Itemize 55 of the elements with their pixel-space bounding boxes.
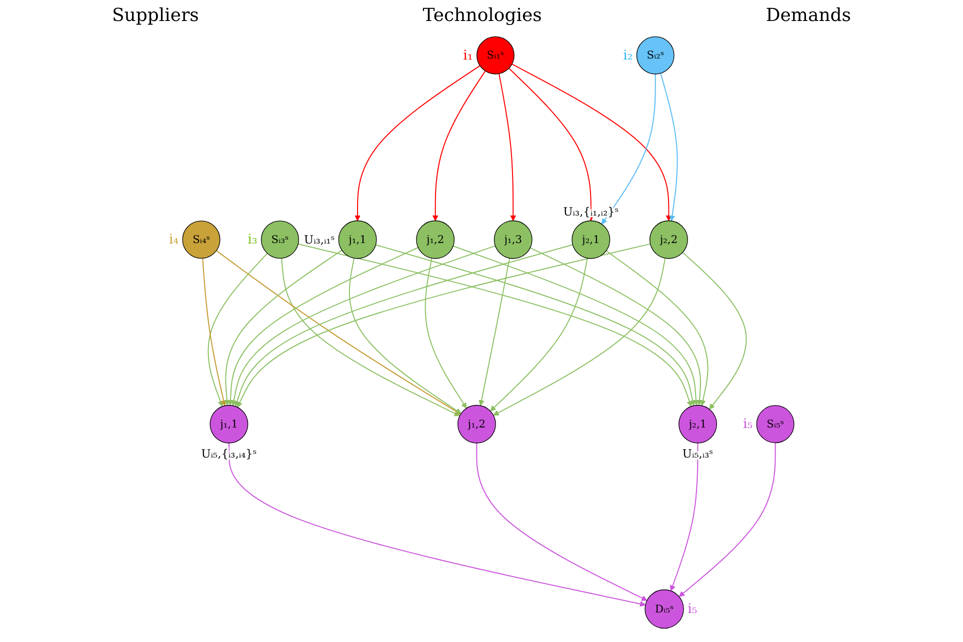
node-circle: j₂,2 (650, 220, 688, 259)
node-circle: Sᵢ₅ˢ (756, 405, 794, 444)
arrow (498, 73, 516, 221)
node-circle: j₂,1 (572, 220, 610, 259)
arrow (424, 258, 467, 408)
arrow (230, 245, 496, 406)
arrow (281, 258, 460, 416)
arrow (476, 442, 648, 601)
node-circle: j₁,2 (416, 220, 455, 259)
arrow (490, 258, 588, 412)
node-circle: Sᵢ₁ˢ (476, 36, 514, 74)
commodity-label: i₄ (169, 232, 179, 248)
arrow (224, 250, 342, 406)
group-label: Uᵢ₃,ᵢ₁ˢ (304, 232, 335, 247)
arrow (237, 243, 651, 408)
node-circle: j₁,2 (457, 404, 496, 444)
arrow (202, 258, 226, 406)
arrow (234, 244, 574, 407)
commodity-label: i₂ (623, 48, 633, 64)
arrow (208, 252, 268, 407)
arrow (432, 70, 486, 221)
section-heading: Suppliers (112, 4, 199, 26)
arrow (511, 64, 672, 221)
node-circle: j₁,1 (338, 220, 377, 259)
arrow (678, 442, 776, 597)
arrow (670, 442, 698, 592)
arrow (298, 243, 692, 407)
arrow (348, 258, 462, 414)
commodity-label: i₅ (688, 602, 698, 618)
arrow (682, 252, 747, 410)
node-circle: j₂,1 (678, 404, 717, 444)
node-circle: j₁,1 (210, 404, 248, 444)
arrow (216, 250, 461, 414)
arrow (530, 247, 702, 406)
node-circle: Sᵢ₄ˢ (182, 220, 220, 259)
arrow (452, 246, 699, 406)
arrow (228, 247, 419, 406)
arrow (660, 72, 678, 222)
commodity-label: i₅ (743, 417, 753, 432)
arrow (493, 258, 666, 416)
arrow (508, 68, 594, 221)
section-heading: Technologies (422, 4, 542, 26)
arrow (606, 250, 708, 406)
commodity-label: i₁ (463, 48, 473, 64)
node-circle: Sᵢ₃ˢ (260, 220, 299, 259)
section-heading: Demands (766, 4, 852, 26)
arrow (601, 74, 656, 224)
arrow (354, 65, 480, 221)
commodity-label: i₃ (248, 232, 258, 248)
node-circle: Dᵢ₅ˢ (644, 589, 684, 629)
arrow (478, 258, 510, 406)
node-circle: Sᵢ₂ˢ (636, 36, 674, 74)
node-circle: j₁,3 (494, 220, 532, 259)
arrow (375, 244, 696, 406)
arrow (228, 442, 646, 607)
